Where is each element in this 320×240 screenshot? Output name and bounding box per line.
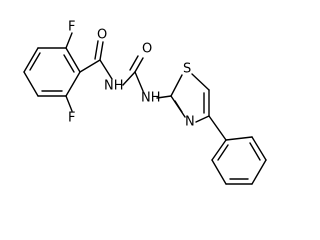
molecule-structure: F F O NH O NH S N [23, 20, 267, 185]
bond [174, 100, 183, 113]
bond [225, 136, 253, 141]
bond [65, 47, 81, 73]
bond [29, 52, 41, 71]
atom-label-oxygen: O [142, 42, 152, 57]
bond [249, 142, 261, 161]
atom-label-sulfur: S [183, 62, 191, 77]
atom-label-fluorine: F [68, 20, 75, 35]
bond [134, 57, 144, 73]
bond [23, 47, 39, 73]
atom-label-fluorine: F [68, 111, 75, 126]
bond [251, 159, 267, 185]
bond [99, 59, 113, 80]
bond [65, 95, 73, 112]
bond [134, 71, 144, 92]
atom-label-nh: NH [104, 79, 124, 94]
bond [79, 59, 101, 73]
bond [63, 54, 75, 73]
bond [65, 32, 73, 49]
bond [122, 71, 136, 86]
atom-label-nh: NH [141, 91, 161, 106]
bond [94, 40, 99, 60]
bond [170, 74, 183, 97]
bond [217, 144, 229, 161]
bond [195, 115, 210, 123]
bond [129, 55, 139, 71]
bond [99, 41, 104, 61]
bond [211, 139, 227, 161]
bond [251, 136, 267, 161]
bond [23, 71, 39, 97]
atom-label-nitrogen: N [185, 115, 195, 130]
bond [156, 95, 172, 99]
bond [191, 73, 210, 91]
atom-label-oxygen: O [97, 28, 107, 43]
bond [208, 115, 227, 141]
difluorophenyl-ring [23, 47, 81, 97]
thiazole-ring [170, 73, 210, 123]
bond [211, 159, 227, 185]
bond [65, 71, 81, 97]
phenyl-ring [211, 136, 267, 185]
